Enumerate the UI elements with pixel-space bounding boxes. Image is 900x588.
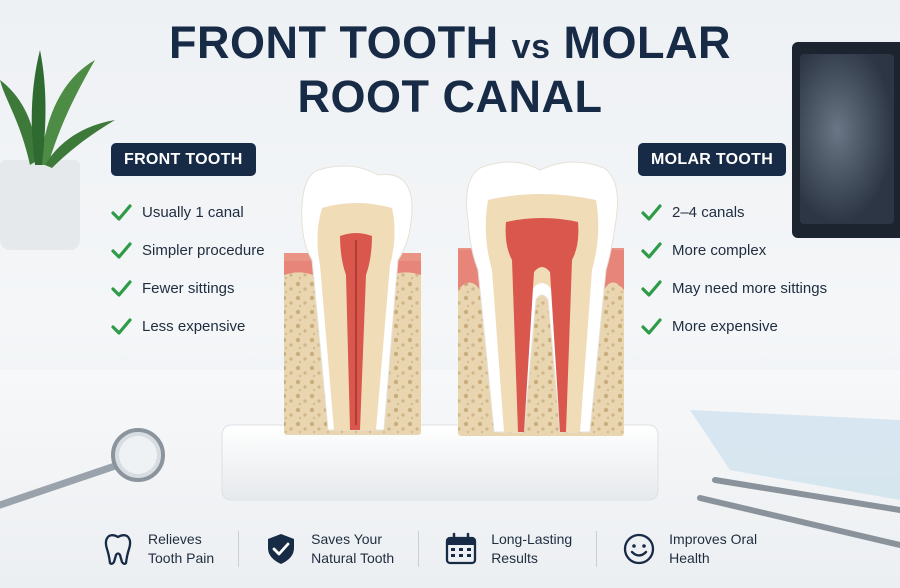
benefit-line-2: Tooth Pain xyxy=(148,550,215,566)
list-item-label: Less expensive xyxy=(142,317,246,335)
dental-mirror xyxy=(0,428,165,509)
benefit-line-1: Improves Oral xyxy=(669,531,758,547)
page-title: FRONT TOOTH vs MOLAR ROOT CANAL xyxy=(0,18,900,122)
list-item-label: May need more sittings xyxy=(672,279,828,297)
title-line-2: ROOT CANAL xyxy=(297,71,603,122)
front-tooth-badge: FRONT TOOTH xyxy=(111,143,256,176)
benefit-oral-health: Improves Oral Health xyxy=(621,522,757,576)
check-icon xyxy=(111,318,132,335)
plant-leaves xyxy=(0,50,115,168)
check-icon xyxy=(641,318,662,335)
list-item-label: More expensive xyxy=(672,317,778,335)
tooth-icon xyxy=(104,534,132,565)
benefit-long-lasting: Long-Lasting Results xyxy=(443,522,572,576)
list-item-label: Usually 1 canal xyxy=(142,203,244,221)
list-item: Simpler procedure xyxy=(110,231,265,269)
list-item-label: Simpler procedure xyxy=(142,241,265,259)
list-item: Fewer sittings xyxy=(110,269,265,307)
molar-tooth-badge: MOLAR TOOTH xyxy=(638,143,787,176)
check-icon xyxy=(641,242,662,259)
title-molar: MOLAR xyxy=(563,17,731,68)
list-item: More complex xyxy=(640,231,827,269)
divider xyxy=(238,531,240,567)
benefit-line-1: Relieves xyxy=(148,531,202,547)
benefit-line-2: Natural Tooth xyxy=(311,550,395,566)
check-icon xyxy=(111,280,132,297)
check-icon xyxy=(111,204,132,221)
list-item: Usually 1 canal xyxy=(110,193,265,231)
title-front: FRONT TOOTH xyxy=(169,17,499,68)
benefit-line-1: Long-Lasting xyxy=(491,531,573,547)
title-line-1: FRONT TOOTH vs MOLAR xyxy=(0,18,900,72)
list-item-label: More complex xyxy=(672,241,767,259)
dental-tools xyxy=(690,410,900,548)
list-item-label: Fewer sittings xyxy=(142,279,235,297)
front-tooth-list: Usually 1 canal Simpler procedure Fewer … xyxy=(110,193,265,345)
benefits-bar: Relieves Tooth Pain Saves Your Natural T… xyxy=(100,522,820,576)
benefit-line-2: Results xyxy=(491,550,538,566)
list-item: 2–4 canals xyxy=(640,193,827,231)
benefit-saves-tooth: Saves Your Natural Tooth xyxy=(263,522,394,576)
benefit-line-2: Health xyxy=(669,550,710,566)
check-icon xyxy=(641,204,662,221)
shield-check-icon xyxy=(268,534,295,564)
benefit-line-1: Saves Your xyxy=(311,531,383,547)
check-icon xyxy=(111,242,132,259)
plant-pot xyxy=(0,160,80,250)
smiley-icon xyxy=(623,533,655,565)
list-item: More expensive xyxy=(640,307,827,345)
xray-monitor xyxy=(792,42,900,238)
list-item-label: 2–4 canals xyxy=(672,203,745,221)
calendar-icon xyxy=(446,532,477,565)
list-item: Less expensive xyxy=(110,307,265,345)
divider xyxy=(596,531,598,567)
title-vs: vs xyxy=(511,28,551,66)
list-item: May need more sittings xyxy=(640,269,827,307)
check-icon xyxy=(641,280,662,297)
divider xyxy=(418,531,420,567)
benefit-relieves-pain: Relieves Tooth Pain xyxy=(100,522,214,576)
molar-tooth-list: 2–4 canals More complex May need more si… xyxy=(640,193,827,345)
